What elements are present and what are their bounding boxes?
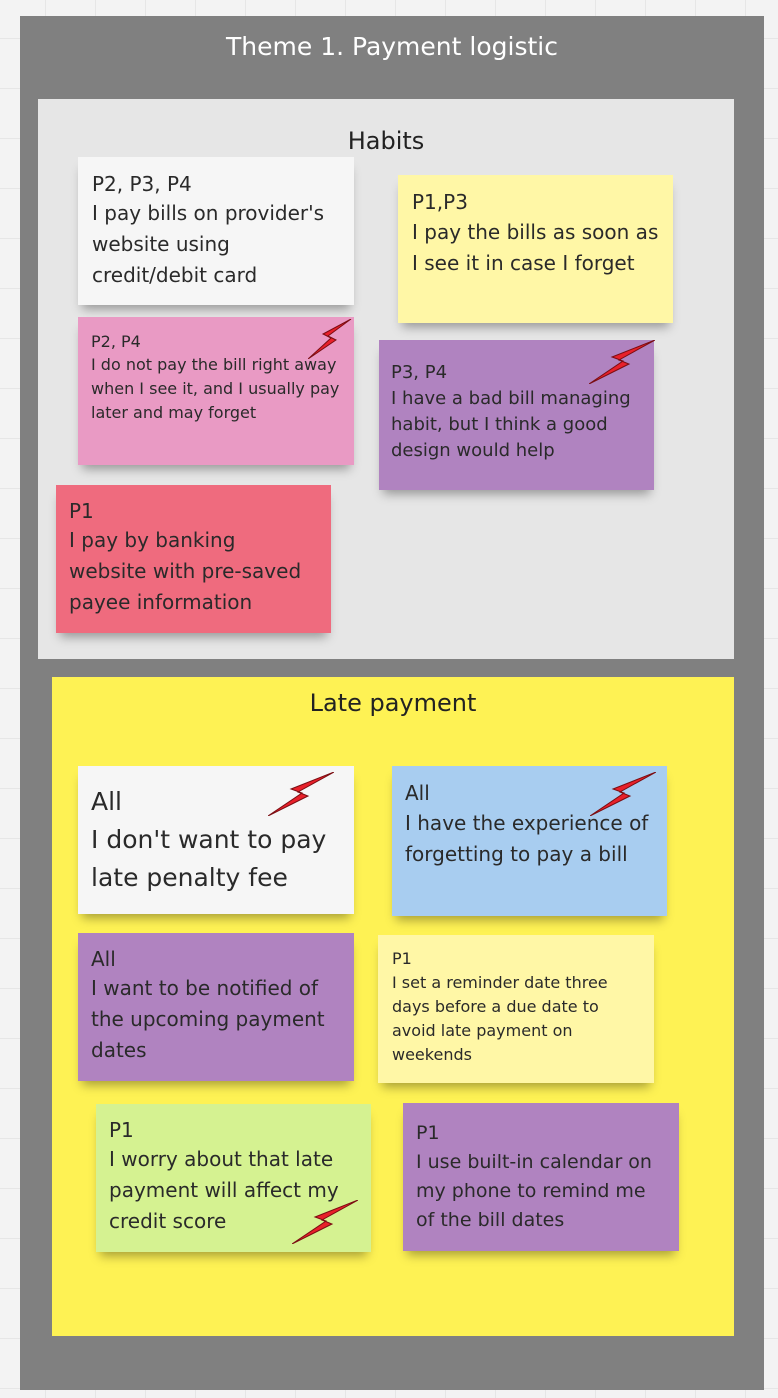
note-text: I pay the bills as soon as I see it in c… <box>412 220 659 275</box>
sticky-note[interactable]: All I have the experience of forgetting … <box>392 766 667 916</box>
lightning-icon <box>590 772 656 816</box>
habits-title: Habits <box>347 127 425 155</box>
sticky-note[interactable]: P1 I set a reminder date three days befo… <box>378 935 654 1083</box>
sticky-note[interactable]: P1 I worry about that late payment will … <box>96 1104 371 1252</box>
note-participants: P3, P4 <box>391 362 448 383</box>
lightning-icon <box>292 1200 358 1244</box>
note-participants: All <box>91 787 122 816</box>
note-text: I want to be notified of the upcoming pa… <box>91 976 325 1062</box>
note-participants: P1 <box>392 949 412 968</box>
note-participants: P1 <box>109 1118 134 1142</box>
sticky-note[interactable]: P1,P3 I pay the bills as soon as I see i… <box>398 175 673 323</box>
habits-section[interactable]: Habits P2, P3, P4 I pay bills on provide… <box>38 99 734 659</box>
note-text: I pay bills on provider's website using … <box>92 201 325 287</box>
note-text: I pay by banking website with pre-saved … <box>69 528 302 614</box>
sticky-note[interactable]: P1 I pay by banking website with pre-sav… <box>56 485 331 633</box>
sticky-note[interactable]: P2, P4 I do not pay the bill right away … <box>78 317 354 465</box>
note-participants: All <box>91 947 116 971</box>
note-text: I have a bad bill managing habit, but I … <box>391 388 631 461</box>
note-participants: P1,P3 <box>412 190 468 214</box>
late-payment-title: Late payment <box>309 689 477 717</box>
late-payment-section[interactable]: Late payment All I don't want to pay lat… <box>52 677 734 1336</box>
lightning-icon <box>268 772 334 816</box>
note-text: I use built-in calendar on my phone to r… <box>416 1151 652 1231</box>
theme-frame[interactable]: Theme 1. Payment logistic Habits P2, P3,… <box>20 16 764 1390</box>
sticky-note[interactable]: All I don't want to pay late penalty fee <box>78 766 354 914</box>
note-text: I have the experience of forgetting to p… <box>405 811 649 866</box>
note-participants: P2, P3, P4 <box>92 172 192 196</box>
lightning-icon <box>308 319 352 359</box>
note-participants: All <box>405 781 430 805</box>
note-participants: P2, P4 <box>91 332 141 351</box>
lightning-icon <box>589 340 655 384</box>
note-participants: P1 <box>69 499 94 523</box>
note-text: I worry about that late payment will aff… <box>109 1147 339 1233</box>
sticky-note[interactable]: All I want to be notified of the upcomin… <box>78 933 354 1081</box>
sticky-note[interactable]: P2, P3, P4 I pay bills on provider's web… <box>78 157 354 305</box>
note-text: I don't want to pay late penalty fee <box>91 825 327 892</box>
sticky-note[interactable]: P3, P4 I have a bad bill managing habit,… <box>379 340 655 490</box>
note-participants: P1 <box>416 1122 440 1144</box>
note-text: I set a reminder date three days before … <box>392 973 608 1064</box>
note-text: I do not pay the bill right away when I … <box>91 355 340 422</box>
sticky-note[interactable]: P1 I use built-in calendar on my phone t… <box>403 1103 679 1251</box>
frame-title: Theme 1. Payment logistic <box>226 32 558 61</box>
